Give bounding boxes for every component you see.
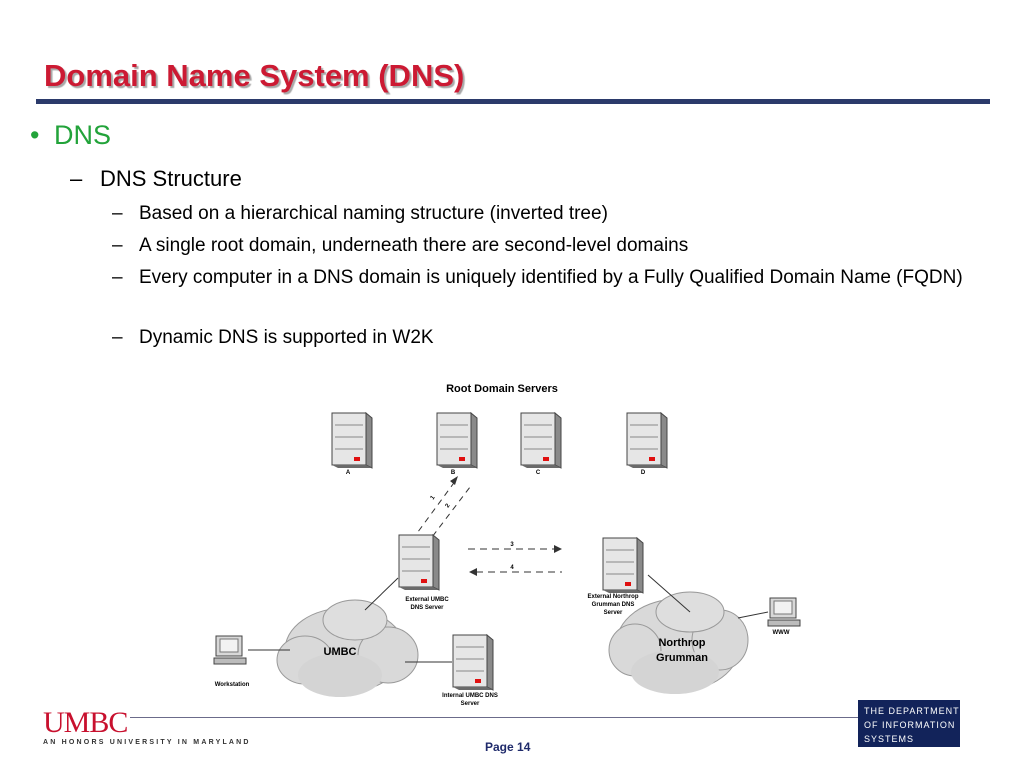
arrow-1-line — [411, 479, 457, 541]
bullet-level3-item: –Every computer in a DNS domain is uniqu… — [112, 265, 972, 290]
external-umbc-dns-server — [398, 534, 440, 591]
bullet-level2: –DNS Structure — [70, 166, 242, 192]
umbc-tagline: AN HONORS UNIVERSITY IN MARYLAND — [43, 739, 251, 746]
link-line — [647, 574, 691, 613]
link-line — [737, 611, 769, 619]
page-number: Page 14 — [485, 740, 531, 754]
dash-icon: – — [112, 327, 123, 348]
dash-icon: – — [112, 203, 123, 224]
arrow-1-head — [450, 476, 458, 485]
umbc-logo: UMBC — [43, 706, 128, 739]
department-logo: THE DEPARTMENT OF INFORMATION SYSTEMS — [858, 700, 960, 747]
arrow-3-label: 3 — [510, 542, 514, 548]
arrow-2-label: 2 — [445, 502, 452, 509]
northrop-cloud — [608, 591, 749, 694]
external-northrop-label: External Northrop — [587, 594, 638, 600]
bullet-level2-text: DNS Structure — [100, 166, 242, 191]
bullet-level3-item: –A single root domain, underneath there … — [112, 233, 992, 258]
arrow-4-head — [469, 568, 477, 576]
root-servers-heading: Root Domain Servers — [446, 383, 558, 395]
arrow-3-head — [554, 545, 562, 553]
root-server-label: A — [346, 470, 351, 476]
external-umbc-label: External UMBC — [405, 597, 449, 603]
root-server-label: B — [451, 470, 456, 476]
northrop-cloud-label: Grumman — [656, 652, 708, 664]
www-label: WWW — [773, 630, 790, 636]
title-rule — [36, 99, 990, 104]
umbc-cloud-label: UMBC — [324, 646, 357, 658]
root-server-c — [520, 412, 562, 469]
dash-icon: – — [112, 267, 123, 288]
dash-icon: – — [70, 166, 83, 191]
workstation-icon — [213, 635, 247, 665]
slide-title: Domain Name System (DNS) — [44, 58, 465, 93]
bullet-level3-item: –Dynamic DNS is supported in W2K — [112, 325, 992, 350]
root-server-label: C — [536, 470, 541, 476]
umbc-cloud — [276, 599, 419, 697]
root-server-b — [436, 412, 478, 469]
department-logo-line: THE DEPARTMENT — [864, 706, 960, 716]
bullet-level3-text: Based on a hierarchical naming structure… — [139, 203, 608, 224]
workstation-label: Workstation — [215, 682, 250, 688]
department-logo-line: SYSTEMS — [864, 734, 915, 744]
root-server-d — [626, 412, 668, 469]
bullet-level3-text: Dynamic DNS is supported in W2K — [139, 327, 434, 348]
external-northrop-label: Server — [604, 610, 623, 616]
external-northrop-label: Grumman DNS — [592, 602, 635, 608]
bullet-level3-text: Every computer in a DNS domain is unique… — [139, 267, 963, 288]
dash-icon: – — [112, 235, 123, 256]
internal-umbc-label: Server — [461, 701, 480, 707]
root-server-label: D — [641, 470, 646, 476]
department-logo-line: OF INFORMATION — [864, 720, 956, 730]
bullet-level3-item: –Based on a hierarchical naming structur… — [112, 201, 992, 226]
internal-umbc-label: Internal UMBC DNS — [442, 693, 498, 699]
bullet-level1-text: DNS — [54, 120, 112, 150]
link-line — [364, 577, 399, 611]
footer-rule — [130, 717, 860, 718]
arrow-4-label: 4 — [510, 565, 514, 571]
internal-umbc-dns-server — [452, 634, 494, 691]
root-server-a — [331, 412, 373, 469]
external-northrop-dns-server — [602, 537, 644, 594]
www-computer-icon — [767, 597, 801, 627]
bullet-level3-text: A single root domain, underneath there a… — [139, 235, 689, 256]
northrop-cloud-label: Northrop — [658, 637, 705, 649]
bullet-level1: • DNS — [30, 120, 111, 151]
bullet-dot-icon: • — [30, 120, 40, 150]
arrow-1-label: 1 — [430, 494, 437, 501]
external-umbc-label: DNS Server — [410, 605, 444, 611]
